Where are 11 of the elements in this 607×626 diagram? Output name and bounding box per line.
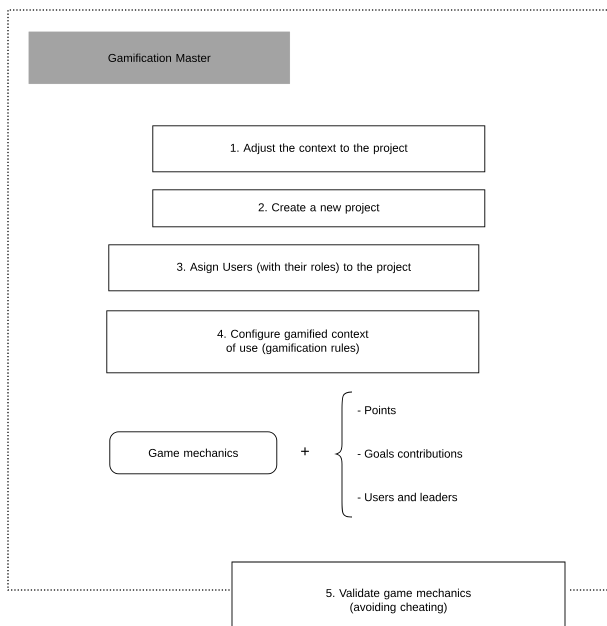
list-item: - Points (358, 406, 396, 414)
mechanics-box: Game mechanics (109, 431, 278, 474)
list-item: - Users and leaders (358, 492, 458, 502)
step-box: 4. Configure gamified context of use (gamification rules) (106, 310, 480, 374)
list-item: - Goals contributions (358, 449, 462, 458)
step-box: 2. Create a new project (152, 189, 486, 228)
role-header: Gamification Master (28, 32, 290, 84)
plus-sign: + (301, 447, 309, 456)
step-box: 1. Adjust the context to the project (152, 125, 486, 172)
step-box: 3. Asign Users (with their roles) to the project (108, 244, 480, 292)
step-box: 5. Validate game mechanics (avoiding cheating) (232, 562, 566, 626)
